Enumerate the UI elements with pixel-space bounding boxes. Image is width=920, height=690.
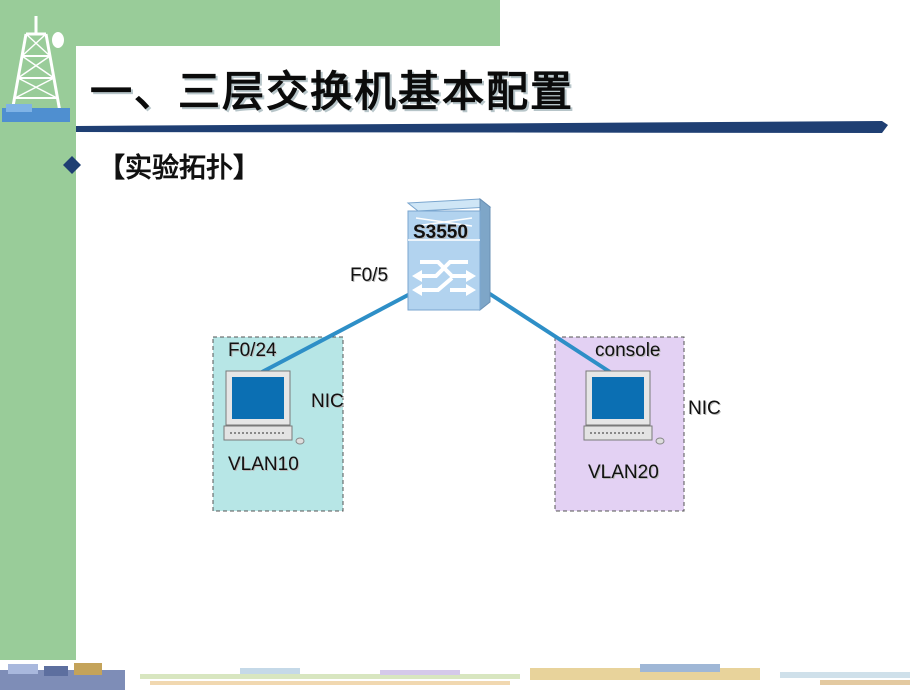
- pc2-nic-label: NIC: [688, 398, 721, 419]
- pc1-port-label: F0/24: [228, 340, 277, 361]
- bullet-experiment-topology: 【实验拓扑】: [98, 153, 260, 184]
- top-decorative-band: [0, 0, 500, 46]
- switch-port-label: F0/5: [350, 265, 389, 286]
- pc1-vlan-label: VLAN10: [228, 454, 299, 475]
- switch-icon: [406, 197, 492, 312]
- signal-tower-icon: [2, 16, 70, 122]
- title-underline: [76, 121, 888, 133]
- slide-title: 一、三层交换机基本配置: [90, 67, 575, 116]
- pc1-nic-label: NIC: [311, 391, 344, 412]
- switch-name-label: S3550: [413, 222, 468, 243]
- link-switch-to-pc1: [260, 293, 410, 374]
- pc2-port-label: console: [595, 340, 661, 361]
- link-switch-to-pc2: [488, 292, 612, 374]
- pc1-computer-icon: [223, 370, 305, 445]
- pc2-computer-icon: [583, 370, 665, 445]
- bullet-diamond-icon: [63, 156, 81, 174]
- bottom-decorative-strip: [0, 660, 920, 690]
- pc2-vlan-label: VLAN20: [588, 462, 659, 483]
